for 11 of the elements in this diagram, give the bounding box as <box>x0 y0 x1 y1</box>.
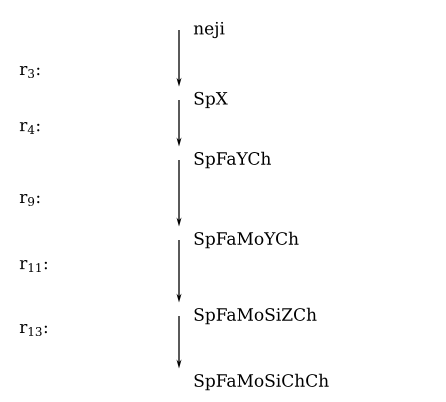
derivation-string: SpFaMoSiChCh <box>194 374 329 390</box>
rule-label: r$_{13}$: <box>20 324 47 336</box>
rule-label: r$_{3}$: <box>20 66 40 78</box>
derivation-string: SpFaMoYCh <box>194 232 299 248</box>
rule-label: r$_{4}$: <box>20 122 40 134</box>
derivation-string: SpFaYCh <box>194 152 271 168</box>
derivation-string: SpFaMoSiZCh <box>194 308 317 324</box>
derivation-string: neji <box>194 22 225 38</box>
rule-label: r$_{11}$: <box>20 260 47 272</box>
rule-label: r$_{9}$: <box>20 194 40 206</box>
derivation-string: SpX <box>194 92 228 108</box>
